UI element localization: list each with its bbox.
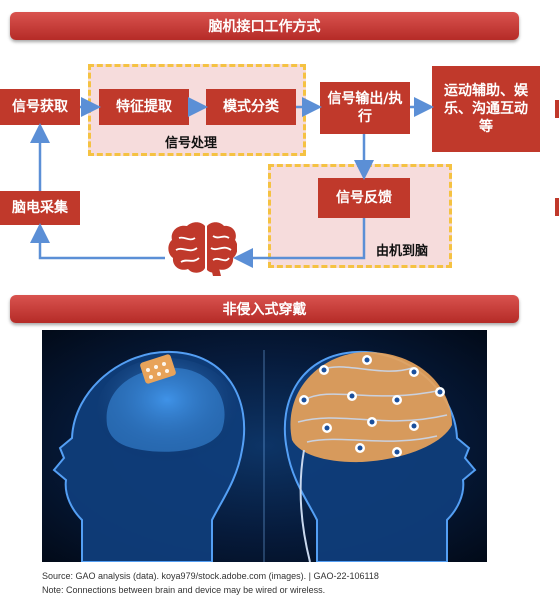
box-feature-extract: 特征提取 bbox=[99, 89, 189, 125]
caption-source: Source: GAO analysis (data). koya979/sto… bbox=[42, 571, 379, 581]
label-signal-processing: 信号处理 bbox=[165, 136, 218, 151]
box-signal-output: 信号输出/执行 bbox=[320, 82, 410, 134]
section-title-bottom: 非侵入式穿戴 bbox=[10, 295, 519, 323]
box-pattern-classify: 模式分类 bbox=[206, 89, 296, 125]
box-eeg-acquire: 脑电采集 bbox=[0, 191, 80, 225]
brain-icon bbox=[168, 222, 237, 276]
box-signal-acquire: 信号获取 bbox=[0, 89, 80, 125]
box-signal-feedback: 信号反馈 bbox=[318, 178, 410, 218]
head-illustration bbox=[42, 330, 487, 562]
edge-fragment-top bbox=[555, 100, 559, 118]
label-machine-to-brain: 由机到脑 bbox=[376, 244, 429, 259]
edge-fragment-bottom bbox=[555, 198, 559, 216]
arrow-brain-to-eeg bbox=[30, 223, 165, 260]
box-applications: 运动辅助、娱乐、沟通互动等 bbox=[432, 66, 540, 152]
flow-arrows bbox=[30, 97, 434, 268]
arrow-feedback-to-brain bbox=[233, 218, 366, 268]
caption-note: Note: Connections between brain and devi… bbox=[42, 585, 326, 595]
section-title-top: 脑机接口工作方式 bbox=[10, 12, 519, 40]
